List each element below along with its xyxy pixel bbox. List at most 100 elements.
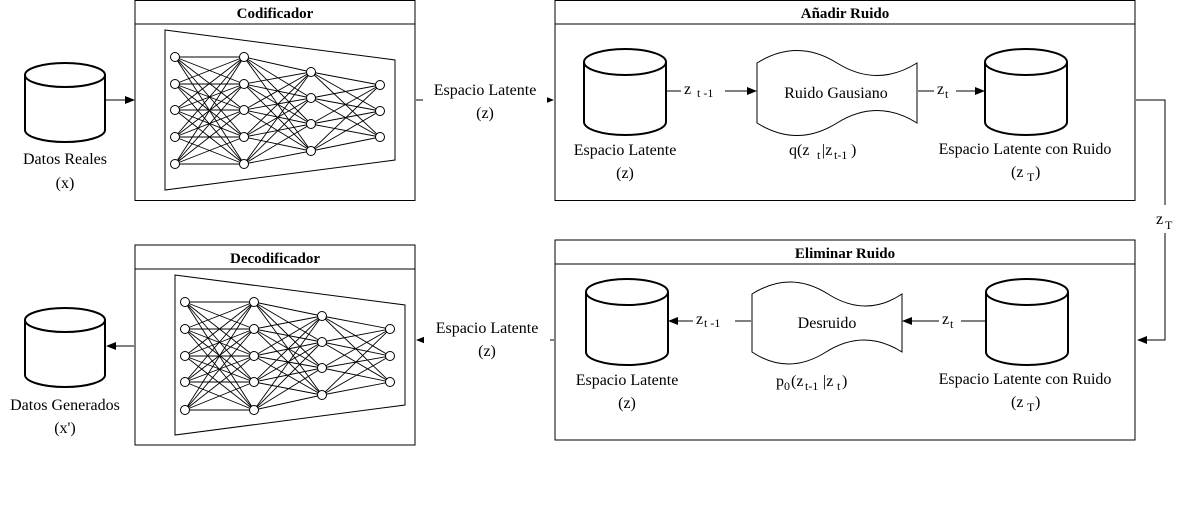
network-node: [170, 79, 180, 89]
network-edge: [310, 84, 381, 99]
edge-add-in-sub: t -1: [697, 86, 713, 100]
network-edge: [243, 71, 312, 85]
network-edge: [253, 341, 323, 411]
network-edge: [184, 328, 255, 411]
link-zT-base: z: [1156, 211, 1163, 228]
network-edge: [184, 301, 255, 330]
network-edge: [321, 328, 391, 369]
network-edge: [243, 71, 312, 111]
formula-p-open: p: [776, 373, 784, 390]
network-node: [180, 297, 190, 307]
datos-generados-cylinder: [24, 307, 106, 388]
network-node: [180, 351, 190, 361]
network-edge: [253, 315, 323, 330]
network-edge: [174, 83, 245, 165]
remove-noise-noisy-open: (z: [1011, 394, 1023, 411]
remove-noise-noisy-sub: T: [1027, 400, 1035, 414]
encoder-out-symbol: (z): [476, 105, 494, 122]
network-node: [317, 337, 327, 347]
add-noise-latent-symbol: (z): [616, 165, 634, 182]
edge-rm-in-bg: [939, 309, 961, 331]
network-node: [180, 324, 190, 334]
network-edge: [253, 394, 323, 411]
network-edge: [243, 71, 312, 165]
network-edge: [174, 109, 245, 165]
formula-q-bar: |z: [822, 142, 832, 159]
decoder-trapezoid: [174, 274, 406, 436]
network-edge: [253, 341, 323, 383]
network-edge: [253, 367, 323, 383]
network-node: [249, 324, 259, 334]
add-noise-latent-label: Espacio Latente: [574, 142, 677, 159]
remove-noise-latent-cylinder: [585, 278, 669, 366]
network-edge: [184, 355, 255, 411]
network-node: [170, 52, 180, 62]
decoder-in-symbol: (z): [478, 343, 496, 360]
network-edge: [310, 84, 381, 152]
encoder-network: [170, 52, 385, 169]
remove-noise-latent-symbol: (z): [618, 395, 636, 412]
remove-noise-noisy-label: Espacio Latente con Ruido: [939, 371, 1112, 388]
network-node: [385, 351, 395, 361]
network-edge: [243, 56, 312, 73]
network-node: [375, 80, 385, 90]
network-edge: [321, 381, 391, 396]
network-edge: [253, 367, 323, 411]
formula-p-tm1: t-1: [805, 379, 818, 393]
edge-add-out-sub: t: [945, 87, 949, 101]
add-noise-noisy-cylinder: [984, 48, 1068, 136]
network-edge: [243, 123, 312, 165]
network-node: [306, 119, 316, 129]
add-noise-noisy-open: (z: [1011, 164, 1023, 181]
network-node: [170, 159, 180, 169]
network-edge: [243, 97, 312, 165]
network-node: [249, 297, 259, 307]
remove-noise-noisy-cylinder: [985, 278, 1069, 366]
formula-p-close: ): [842, 373, 847, 390]
add-noise-noisy-label: Espacio Latente con Ruido: [939, 141, 1112, 158]
network-node: [239, 132, 249, 142]
network-edge: [184, 301, 255, 411]
gaussian-noise-label: Ruido Gausiano: [784, 85, 888, 102]
network-node: [180, 377, 190, 387]
network-edge: [243, 56, 312, 99]
link-zT-bg: [1153, 205, 1177, 233]
network-edge: [321, 328, 391, 343]
datos-generados-symbol: (x'): [54, 420, 76, 437]
network-edge: [174, 136, 245, 165]
formula-p-theta: 0: [784, 379, 790, 393]
network-edge: [321, 328, 391, 396]
edge-rm-out-bg: [693, 309, 735, 331]
edge-rm-out-base: z: [696, 311, 703, 328]
formula-q-tm1: t-1: [834, 148, 847, 162]
network-edge: [174, 56, 245, 138]
datos-generados-label: Datos Generados: [10, 397, 120, 414]
network-node: [249, 405, 259, 415]
network-node: [239, 79, 249, 89]
network-edge: [321, 315, 391, 330]
network-edge: [184, 301, 255, 357]
network-edge: [253, 301, 323, 317]
network-node: [239, 105, 249, 115]
network-edge: [321, 355, 391, 396]
datos-reales-label: Datos Reales: [23, 151, 107, 168]
network-node: [239, 52, 249, 62]
datos-reales-symbol: (x): [56, 175, 75, 192]
network-edge: [310, 84, 381, 125]
network-edge: [184, 381, 255, 411]
network-edge: [253, 315, 323, 411]
denoise-tape: [751, 281, 903, 365]
network-edge: [310, 110, 381, 152]
network-node: [385, 377, 395, 387]
decoder-in-label: Espacio Latente: [436, 320, 539, 337]
encoder-out-label: Espacio Latente: [434, 82, 537, 99]
remove-noise-latent-label: Espacio Latente: [576, 372, 679, 389]
network-node: [317, 311, 327, 321]
add-noise-latent-cylinder: [583, 48, 667, 136]
network-edge: [253, 315, 323, 383]
network-node: [239, 159, 249, 169]
formula-q-open: q(z: [789, 142, 809, 159]
decoder-network: [180, 297, 395, 415]
edge-rm-out-sub: t -1: [704, 316, 720, 330]
